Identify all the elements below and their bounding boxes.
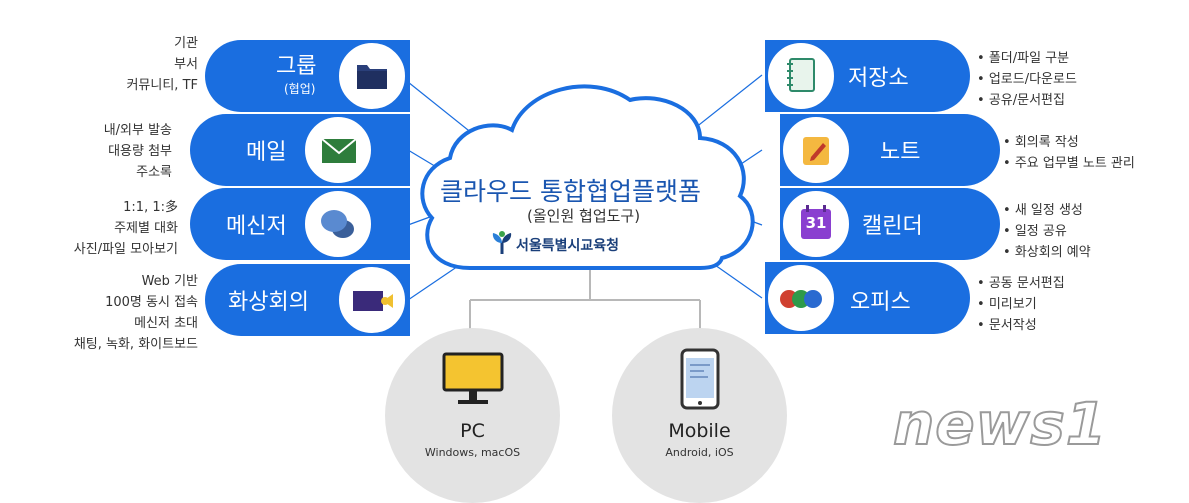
notebook-icon	[765, 40, 837, 112]
feature-item: 미리보기	[977, 294, 1177, 315]
diagram-stage: 클라우드 통합협업플랫폼 (올인원 협업도구) 서울특별시교육청 그룹 (협업)…	[0, 0, 1189, 490]
feature-item: 내/외부 발송	[103, 123, 172, 138]
note-label: 노트	[880, 140, 921, 165]
envelope-icon	[302, 114, 374, 186]
feature-item: 주소록	[136, 165, 172, 180]
calendar-label: 캘린더	[862, 214, 923, 239]
feature-item: 사진/파일 모아보기	[73, 242, 178, 257]
connector-group	[407, 81, 479, 139]
note-pencil-icon	[780, 114, 852, 186]
group-sublabel: (협업)	[284, 82, 316, 96]
group-features: 기관 부서 커뮤니티, TF	[60, 33, 198, 96]
feature-item: 폴더/파일 구분	[977, 48, 1177, 69]
monitor-icon	[442, 350, 504, 410]
calendar-icon	[780, 188, 852, 260]
mail-features: 내/외부 발송 대용량 첨부 주소록	[20, 120, 172, 183]
connector-storage	[689, 74, 763, 133]
feature-item: 업로드/다운로드	[977, 69, 1177, 90]
device-connector	[469, 268, 701, 330]
mobile-title: Mobile	[668, 420, 731, 442]
feature-item: 화상회의 예약	[1003, 242, 1187, 263]
diagram-connectors	[407, 74, 763, 330]
feature-item: 새 일정 생성	[1003, 200, 1187, 221]
folder-icon	[336, 40, 408, 112]
feature-item: 1:1, 1:多	[123, 200, 178, 215]
calendar-features: 새 일정 생성 일정 공유 화상회의 예약	[1003, 200, 1187, 263]
feature-item: 기관	[174, 36, 198, 51]
video-features: Web 기반 100명 동시 접속 메신저 초대 채팅, 녹화, 화이트보드	[8, 271, 198, 355]
office-apps-icon	[765, 262, 837, 334]
feature-item: 100명 동시 접속	[105, 295, 198, 310]
feature-item: 부서	[174, 57, 198, 72]
office-label: 오피스	[850, 290, 911, 315]
messenger-features: 1:1, 1:多 주제별 대화 사진/파일 모아보기	[10, 197, 178, 260]
feature-item: 공유/문서편집	[977, 90, 1177, 111]
group-label: 그룹	[276, 54, 317, 79]
org-name: 서울특별시교육청	[516, 238, 620, 254]
news1-watermark: news1	[892, 389, 1108, 459]
cloud-title: 클라우드 통합협업플랫폼	[440, 177, 701, 206]
feature-item: 채팅, 녹화, 화이트보드	[73, 337, 198, 352]
chat-bubbles-icon	[302, 188, 374, 260]
storage-features: 폴더/파일 구분 업로드/다운로드 공유/문서편집	[977, 48, 1177, 111]
messenger-label: 메신저	[226, 214, 287, 239]
note-features: 회의록 작성 주요 업무별 노트 관리	[1003, 132, 1187, 174]
mail-pill	[190, 114, 410, 186]
feature-item: 메신저 초대	[134, 316, 198, 331]
feature-item: 일정 공유	[1003, 221, 1187, 242]
feature-item: 공동 문서편집	[977, 273, 1177, 294]
cloud-subtitle: (올인원 협업도구)	[527, 207, 641, 225]
org-logo-icon	[490, 230, 514, 256]
video-camera-icon	[336, 264, 408, 336]
mobile-subtitle: Android, iOS	[665, 446, 734, 459]
calendar-day: 31	[805, 214, 827, 232]
messenger-pill	[190, 188, 410, 260]
feature-item: Web 기반	[141, 274, 198, 289]
storage-label: 저장소	[848, 66, 909, 91]
feature-item: 주제별 대화	[114, 221, 178, 236]
feature-item: 주요 업무별 노트 관리	[1003, 153, 1187, 174]
video-label: 화상회의	[228, 290, 309, 315]
smartphone-icon	[680, 348, 720, 410]
office-features: 공동 문서편집 미리보기 문서작성	[977, 273, 1177, 336]
feature-item: 대용량 첨부	[108, 144, 172, 159]
pc-subtitle: Windows, macOS	[424, 446, 521, 459]
cloud-shape	[420, 84, 755, 270]
feature-item: 문서작성	[977, 315, 1177, 336]
connector-mail	[407, 149, 439, 169]
feature-item: 커뮤니티, TF	[126, 78, 198, 93]
mail-label: 메일	[246, 140, 287, 165]
feature-item: 회의록 작성	[1003, 132, 1187, 153]
pc-title: PC	[460, 420, 485, 442]
